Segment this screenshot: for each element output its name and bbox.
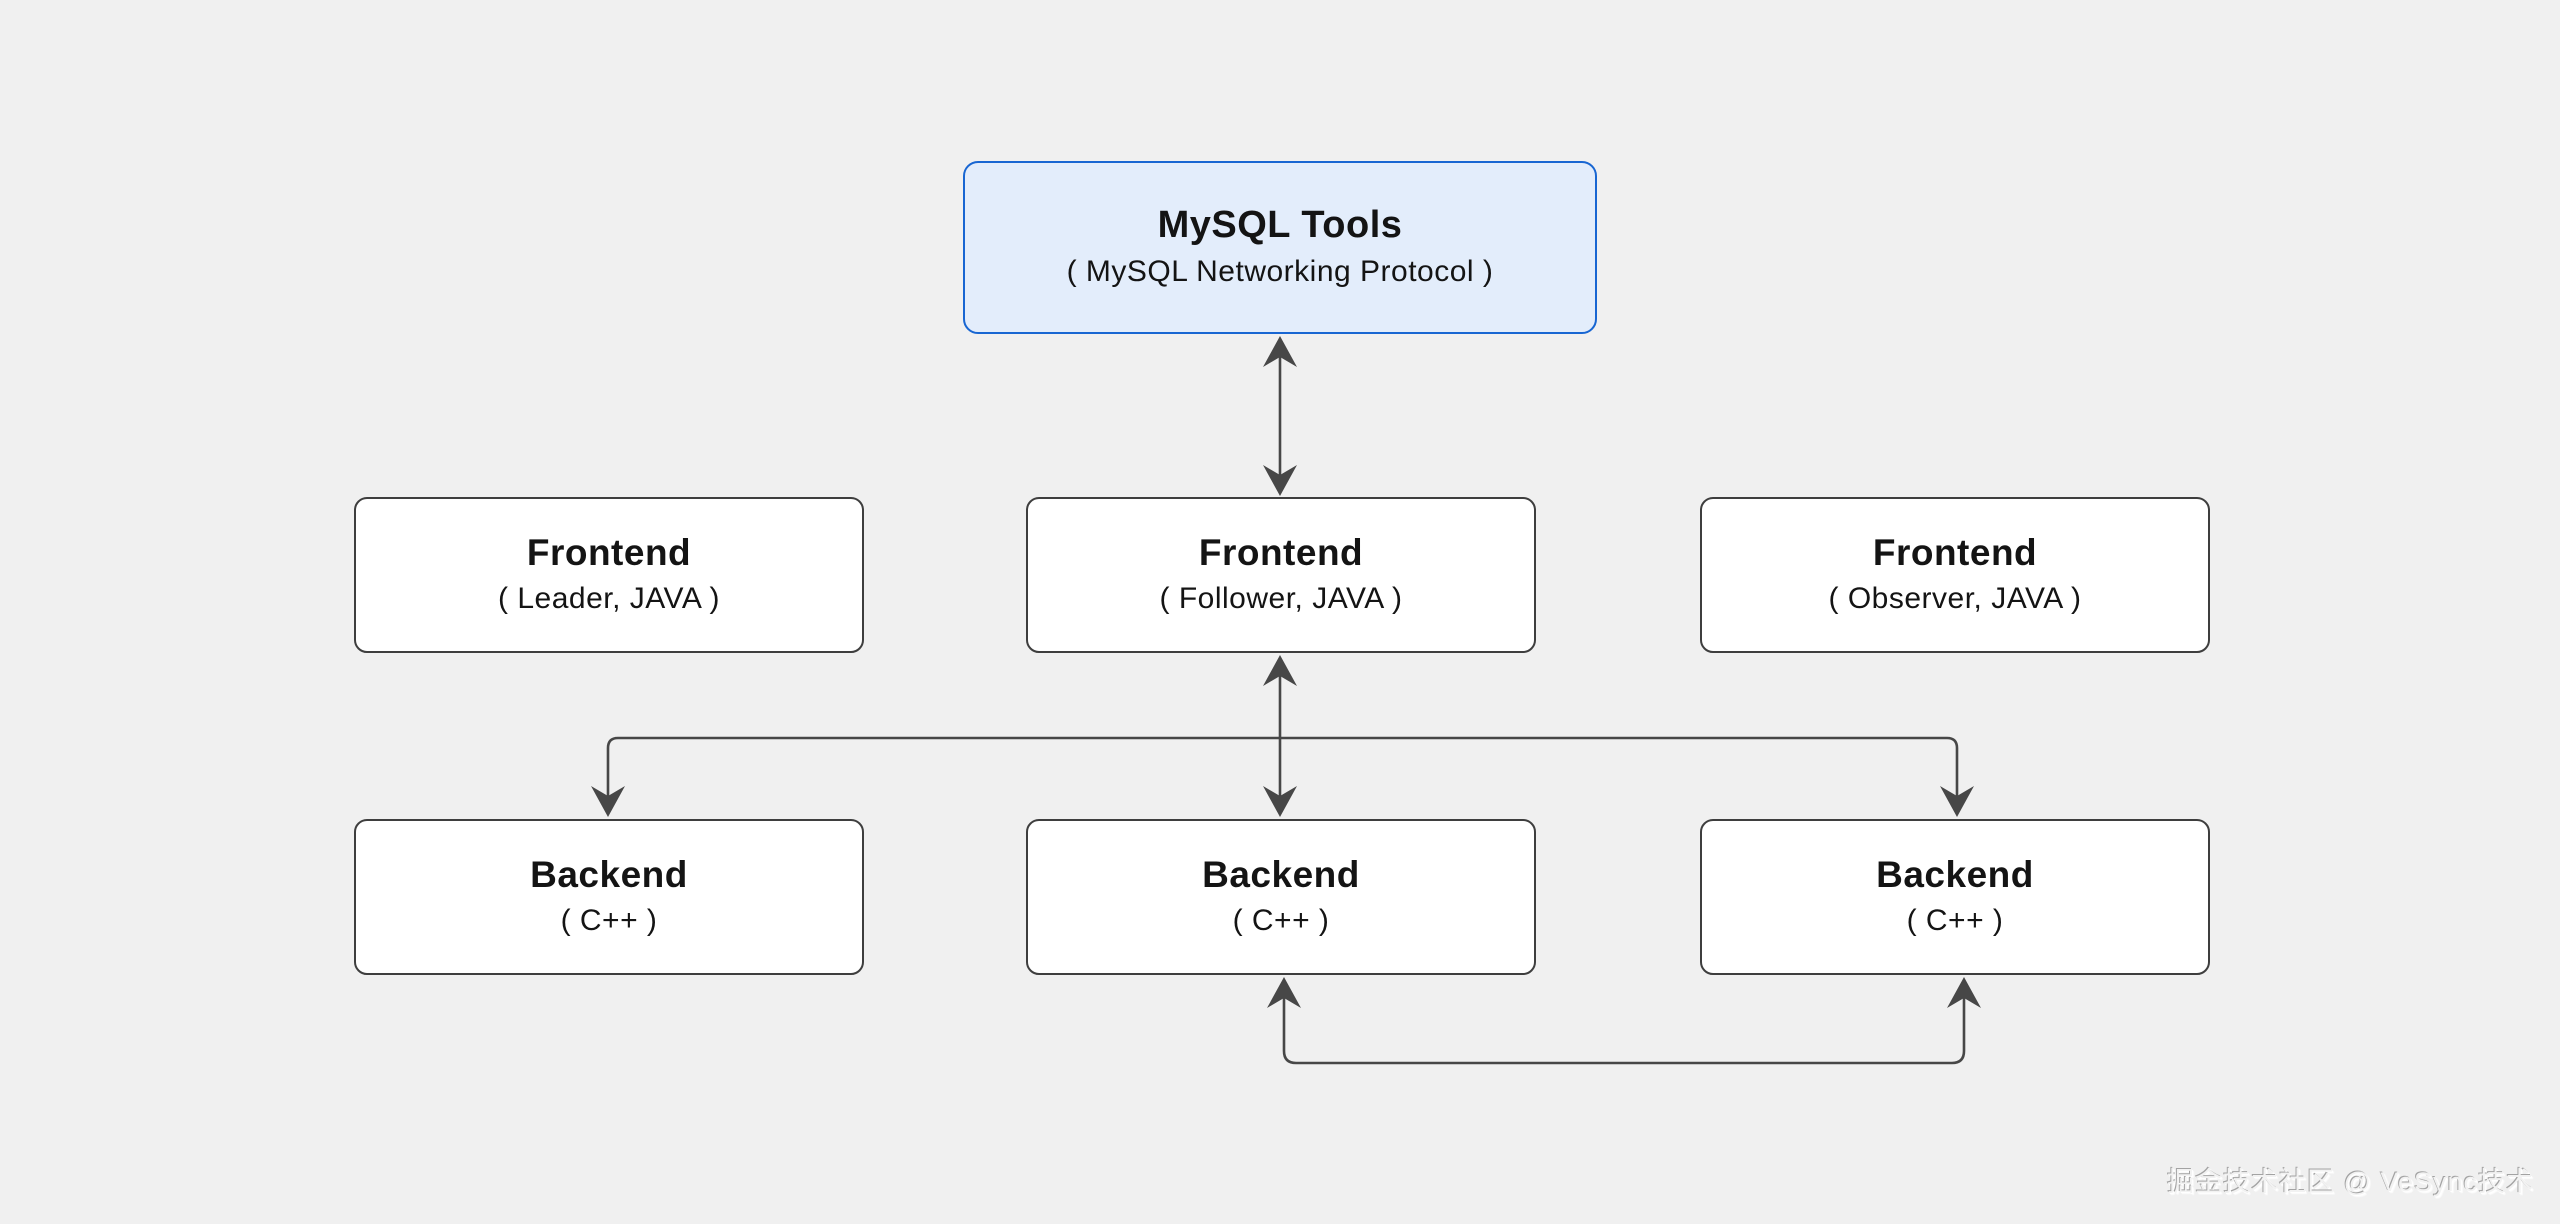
node-subtitle: ( Observer, JAVA )	[1828, 582, 2082, 616]
arrow-down-icon	[1940, 786, 1974, 817]
edge-mysqltools-frontendfollower	[1263, 336, 1297, 496]
node-subtitle: ( C++ )	[1232, 904, 1330, 938]
arrow-up-icon	[1267, 977, 1301, 1008]
node-title: Frontend	[1872, 532, 2038, 574]
arrow-down-icon	[1263, 786, 1297, 817]
edge-frontendfollower-backendmiddle	[1263, 655, 1297, 817]
arrow-down-icon	[1263, 465, 1297, 496]
watermark-text: 掘金技术社区 @ VeSync技术	[2167, 1167, 2534, 1197]
node-frontend-leader: Frontend ( Leader, JAVA )	[354, 497, 864, 653]
node-title: Frontend	[526, 532, 692, 574]
node-backend-left: Backend ( C++ )	[354, 819, 864, 975]
arrow-up-icon	[1263, 655, 1297, 686]
node-title: Backend	[1202, 854, 1360, 896]
node-backend-right: Backend ( C++ )	[1700, 819, 2210, 975]
node-frontend-follower: Frontend ( Follower, JAVA )	[1026, 497, 1536, 653]
node-title: MySQL Tools	[1157, 204, 1403, 247]
arrow-down-icon	[591, 786, 625, 817]
arrow-up-icon	[1947, 977, 1981, 1008]
node-title: Backend	[1876, 854, 2034, 896]
edge-backendmiddle-backendright	[1267, 977, 1981, 1065]
node-subtitle: ( C++ )	[560, 904, 658, 938]
node-subtitle: ( Follower, JAVA )	[1159, 582, 1403, 616]
node-backend-middle: Backend ( C++ )	[1026, 819, 1536, 975]
edge-branch-backend-left-right	[591, 736, 1974, 817]
node-subtitle: ( C++ )	[1906, 904, 2004, 938]
node-title: Backend	[530, 854, 688, 896]
node-title: Frontend	[1198, 532, 1364, 574]
node-frontend-observer: Frontend ( Observer, JAVA )	[1700, 497, 2210, 653]
arrow-up-icon	[1263, 336, 1297, 367]
node-subtitle: ( MySQL Networking Protocol )	[1066, 255, 1494, 289]
node-mysql-tools: MySQL Tools ( MySQL Networking Protocol …	[963, 161, 1597, 334]
node-subtitle: ( Leader, JAVA )	[498, 582, 720, 616]
